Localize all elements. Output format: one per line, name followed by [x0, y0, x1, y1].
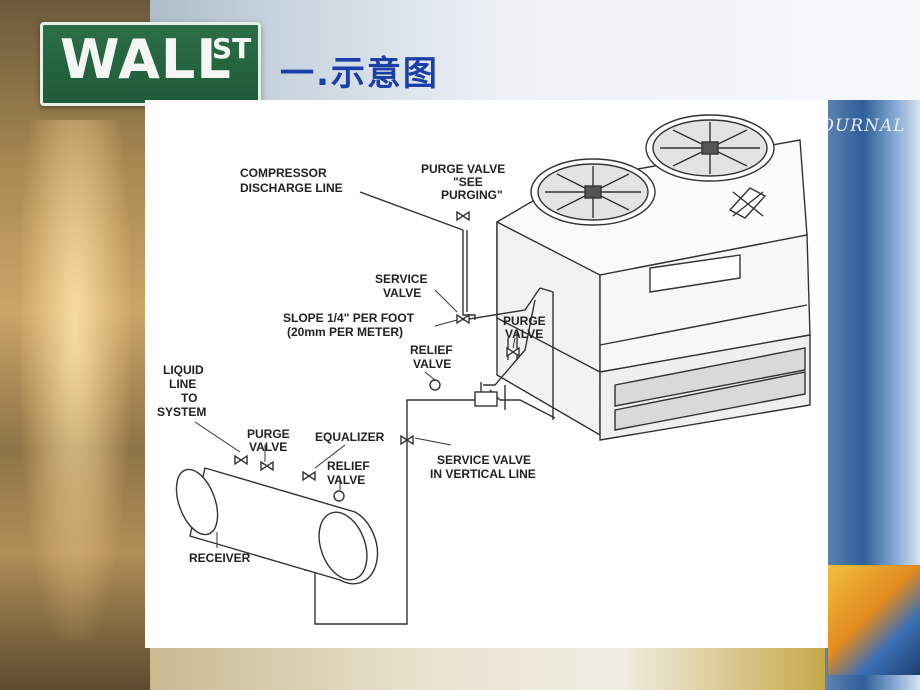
label-compressor-1: COMPRESSOR — [240, 166, 327, 180]
receiver-tank — [175, 467, 379, 585]
label-purge-top-3: PURGING" — [441, 188, 503, 202]
wall-street-sign-text: WALL — [60, 28, 232, 91]
label-relief-top-2: VALVE — [413, 357, 451, 371]
label-service-vertical-2: IN VERTICAL LINE — [430, 467, 536, 481]
label-purge-right-2: VALVE — [505, 327, 543, 341]
label-purge-left-2: VALVE — [249, 440, 287, 454]
label-relief-top-1: RELIEF — [410, 343, 453, 357]
label-service-top-1: SERVICE — [375, 272, 427, 286]
newspaper-text: OURNAL — [820, 116, 906, 136]
background-monitor-image — [828, 565, 920, 675]
label-purge-top-1: PURGE VALVE — [421, 162, 505, 176]
label-compressor-2: DISCHARGE LINE — [240, 181, 343, 195]
wall-street-sign-suffix: ST — [212, 32, 252, 65]
condenser-diagram: COMPRESSOR DISCHARGE LINE PURGE VALVE "S… — [157, 114, 811, 625]
label-receiver: RECEIVER — [189, 551, 251, 565]
label-relief-low-2: VALVE — [327, 473, 365, 487]
label-relief-low-1: RELIEF — [327, 459, 370, 473]
label-purge-right-1: PURGE — [503, 314, 546, 328]
slide-title: 一.示意图 — [280, 54, 439, 94]
valves — [234, 210, 520, 502]
fan-right — [645, 114, 775, 182]
logo-emblem — [728, 187, 767, 219]
label-service-top-2: VALVE — [383, 286, 421, 300]
background-bottom-band — [150, 645, 825, 690]
label-purge-left-1: PURGE — [247, 427, 290, 441]
fan-left — [530, 158, 656, 226]
label-liquid-1: LIQUID — [163, 363, 204, 377]
label-liquid-2: LINE — [169, 377, 196, 391]
label-equalizer: EQUALIZER — [315, 430, 385, 444]
label-slope-2: (20mm PER METER) — [287, 325, 403, 339]
leader-lines — [194, 289, 516, 548]
label-service-vertical-1: SERVICE VALVE — [437, 453, 531, 467]
label-purge-top-2: "SEE — [453, 175, 483, 189]
label-liquid-4: SYSTEM — [157, 405, 206, 419]
diagram-panel: COMPRESSOR DISCHARGE LINE PURGE VALVE "S… — [145, 100, 828, 648]
background-hourglass-glow — [20, 120, 130, 640]
label-slope-1: SLOPE 1/4" PER FOOT — [283, 311, 415, 325]
label-liquid-3: TO — [181, 391, 197, 405]
